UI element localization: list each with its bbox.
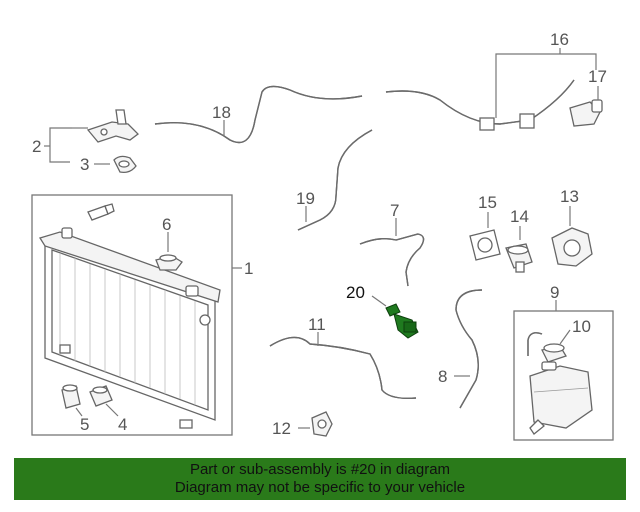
callout-11: 11	[308, 315, 326, 334]
cushion-part-4	[89, 385, 113, 407]
clamp-part-12	[311, 411, 333, 437]
housing-part-13	[551, 227, 593, 267]
callout-12: 12	[272, 419, 291, 438]
callout-8: 8	[438, 367, 447, 386]
callout-18: 18	[212, 103, 231, 122]
banner-line-1: Part or sub-assembly is #20 in diagram	[189, 461, 451, 478]
callout-6: 6	[162, 215, 171, 234]
hose-part-19	[297, 129, 373, 231]
cushion-part-5	[61, 384, 81, 409]
cap-part-6	[155, 254, 183, 271]
radiator-box	[31, 194, 233, 436]
callout-13: 13	[560, 187, 579, 206]
reservoir-tank	[529, 365, 593, 429]
reservoir-group	[513, 300, 614, 441]
sensor-part-17	[569, 99, 603, 127]
callout-7: 7	[390, 201, 399, 220]
hose-part-18	[154, 85, 363, 144]
bracket-part-2	[86, 109, 139, 143]
callout-5: 5	[80, 415, 89, 434]
callout-2: 2	[32, 137, 41, 156]
callout-9: 9	[550, 283, 559, 302]
hose-part-11	[269, 336, 417, 400]
sensor-part-20	[385, 303, 419, 339]
callout-4: 4	[118, 415, 127, 434]
callout-17: 17	[588, 67, 607, 86]
callout-14: 14	[510, 207, 529, 226]
callout-19: 19	[296, 189, 315, 208]
callout-3: 3	[80, 155, 89, 174]
thermostat-part-14	[505, 243, 533, 273]
hose-part-7	[359, 233, 425, 287]
callout-10: 10	[572, 317, 591, 336]
reservoir-box	[513, 310, 614, 441]
info-banner: Part or sub-assembly is #20 in diagram D…	[14, 458, 626, 500]
banner-line-2: Diagram may not be specific to your vehi…	[174, 479, 466, 496]
hose-part-8	[455, 289, 483, 409]
radiator-group	[31, 194, 242, 436]
callout-16: 16	[550, 30, 569, 49]
gasket-part-15	[469, 229, 501, 261]
callout-15: 15	[478, 193, 497, 212]
callout-20: 20	[346, 283, 365, 302]
callout-1: 1	[244, 259, 253, 278]
cushion-part-3	[113, 155, 137, 174]
